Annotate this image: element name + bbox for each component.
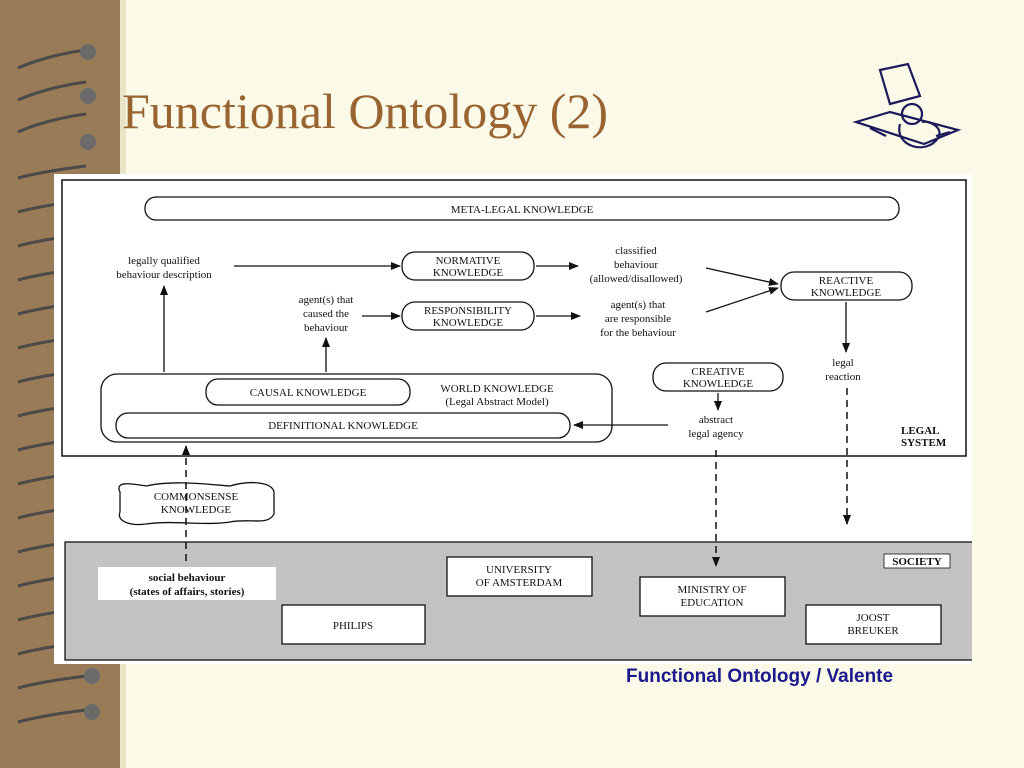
society-label: SOCIETY	[892, 556, 942, 568]
arrow-classified-to-reactive	[705, 267, 779, 286]
normative-knowledge-node	[401, 251, 535, 281]
philips-label: PHILIPS	[333, 620, 373, 632]
philips-node	[281, 604, 426, 645]
university-node	[446, 556, 593, 597]
classified-label-1: classified	[615, 245, 657, 257]
social-behaviour-box	[98, 567, 276, 600]
world-knowledge-label-2: (Legal Abstract Model)	[445, 396, 549, 408]
creative-knowledge-node	[652, 362, 784, 392]
meta-legal-knowledge-label: META-LEGAL KNOWLEDGE	[451, 204, 594, 216]
reactive-label-2: KNOWLEDGE	[811, 287, 882, 299]
legal-system-label-2: SYSTEM	[901, 437, 947, 449]
classified-label-2: behaviour	[614, 259, 658, 271]
abstract-agency-label-1: abstract	[699, 414, 733, 426]
legal-reaction-label-2: reaction	[825, 371, 861, 383]
joost-label-2: BREUKER	[847, 625, 899, 637]
functional-ontology-diagram: META-LEGAL KNOWLEDGE legally qualified b…	[61, 179, 972, 661]
agents-responsible-label-1: agent(s) that	[611, 299, 666, 311]
meta-legal-knowledge-node	[144, 196, 900, 221]
ministry-label-1: MINISTRY OF	[678, 584, 747, 596]
agents-responsible-label-2: are responsible	[605, 313, 671, 325]
footer-caption: Functional Ontology / Valente	[626, 666, 894, 687]
creative-label-2: KNOWLEDGE	[683, 378, 754, 390]
responsibility-label-1: RESPONSIBILITY	[424, 305, 512, 317]
agents-caused-label-1: agent(s) that	[299, 294, 354, 306]
social-behaviour-label-2: (states of affairs, stories)	[130, 586, 245, 598]
university-label-1: UNIVERSITY	[486, 564, 552, 576]
joost-label-1: JOOST	[856, 612, 889, 624]
legal-system-label-1: LEGAL	[901, 425, 940, 437]
agents-responsible-label-3: for the behaviour	[600, 327, 676, 339]
abstract-agency-label-2: legal agency	[688, 428, 744, 440]
normative-label-2: KNOWLEDGE	[433, 267, 504, 279]
world-knowledge-label-1: WORLD KNOWLEDGE	[440, 383, 554, 395]
legal-reaction-label-1: legal	[832, 357, 853, 369]
reactive-knowledge-node	[780, 271, 913, 301]
ministry-label-2: EDUCATION	[681, 597, 744, 609]
causal-knowledge-node	[205, 378, 411, 406]
commonsense-knowledge-node	[118, 481, 275, 526]
causal-knowledge-label: CAUSAL KNOWLEDGE	[250, 387, 367, 399]
definitional-knowledge-node	[115, 412, 571, 439]
social-behaviour-label-1: social behaviour	[149, 572, 226, 584]
responsibility-label-2: KNOWLEDGE	[433, 317, 504, 329]
normative-label-1: NORMATIVE	[436, 255, 501, 267]
creative-label-1: CREATIVE	[691, 366, 744, 378]
university-label-2: OF AMSTERDAM	[476, 577, 563, 589]
ministry-node	[639, 576, 786, 617]
legally-qualified-label-1: legally qualified	[128, 255, 200, 267]
joost-breuker-node	[805, 604, 942, 645]
legally-qualified-label-2: behaviour description	[116, 269, 212, 281]
reactive-label-1: REACTIVE	[819, 275, 874, 287]
definitional-knowledge-label: DEFINITIONAL KNOWLEDGE	[268, 420, 418, 432]
agents-caused-label-2: caused the	[303, 308, 349, 320]
diagram-frame: META-LEGAL KNOWLEDGE legally qualified b…	[54, 174, 972, 664]
classified-label-3: (allowed/disallowed)	[590, 273, 683, 285]
arrow-responsible-to-reactive	[705, 287, 779, 313]
page-title: Functional Ontology (2)	[122, 83, 609, 139]
responsibility-knowledge-node	[401, 301, 535, 331]
society-tag	[883, 553, 951, 569]
agents-caused-label-3: behaviour	[304, 322, 348, 334]
commonsense-label-2: KNOWLEDGE	[161, 504, 232, 516]
computer-user-icon	[852, 62, 962, 149]
commonsense-label-1: COMMONSENSE	[154, 491, 239, 503]
